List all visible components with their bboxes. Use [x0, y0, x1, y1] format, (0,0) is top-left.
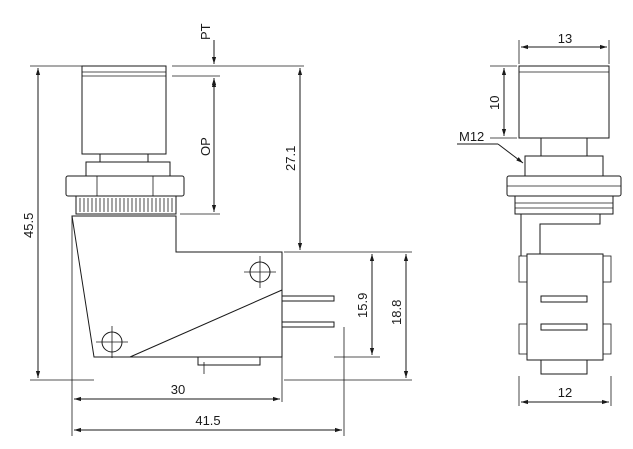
dim-height-total: 45.5 — [21, 213, 36, 238]
dim-pt: PT — [198, 23, 213, 40]
threaded-bushing — [75, 195, 177, 215]
thread-label: M12 — [459, 129, 484, 144]
dim-height-18-8: 18.8 — [389, 300, 404, 325]
dim-height-10: 10 — [487, 96, 502, 110]
front-button-cap — [518, 65, 610, 139]
dim-width-30: 30 — [171, 382, 185, 397]
stem — [99, 153, 149, 163]
dim-height-15-9: 15.9 — [355, 293, 370, 318]
hex-nut — [65, 175, 185, 197]
front-bushing — [514, 195, 614, 215]
terminal-side — [197, 356, 261, 366]
button-cap — [81, 65, 167, 155]
front-washer — [524, 155, 604, 177]
dim-width-13: 13 — [558, 31, 572, 46]
front-bracket — [520, 213, 601, 256]
terminal-bottom — [281, 321, 335, 328]
front-extension-lines — [490, 40, 612, 406]
side-view: PT OP 45.5 27.1 15.9 18.8 30 41.5 — [21, 23, 412, 436]
dim-height-27-1: 27.1 — [283, 146, 298, 171]
front-stem — [540, 137, 588, 157]
thread-lines — [79, 198, 173, 212]
dim-op: OP — [198, 137, 213, 156]
extension-lines — [30, 65, 412, 436]
front-switch-body — [526, 253, 604, 361]
dim-width-41-5: 41.5 — [195, 413, 220, 428]
front-view: 13 10 M12 12 — [457, 31, 622, 406]
washer — [85, 161, 171, 177]
switch-body — [71, 215, 283, 358]
dim-width-12: 12 — [558, 385, 572, 400]
terminal-top — [281, 295, 335, 302]
